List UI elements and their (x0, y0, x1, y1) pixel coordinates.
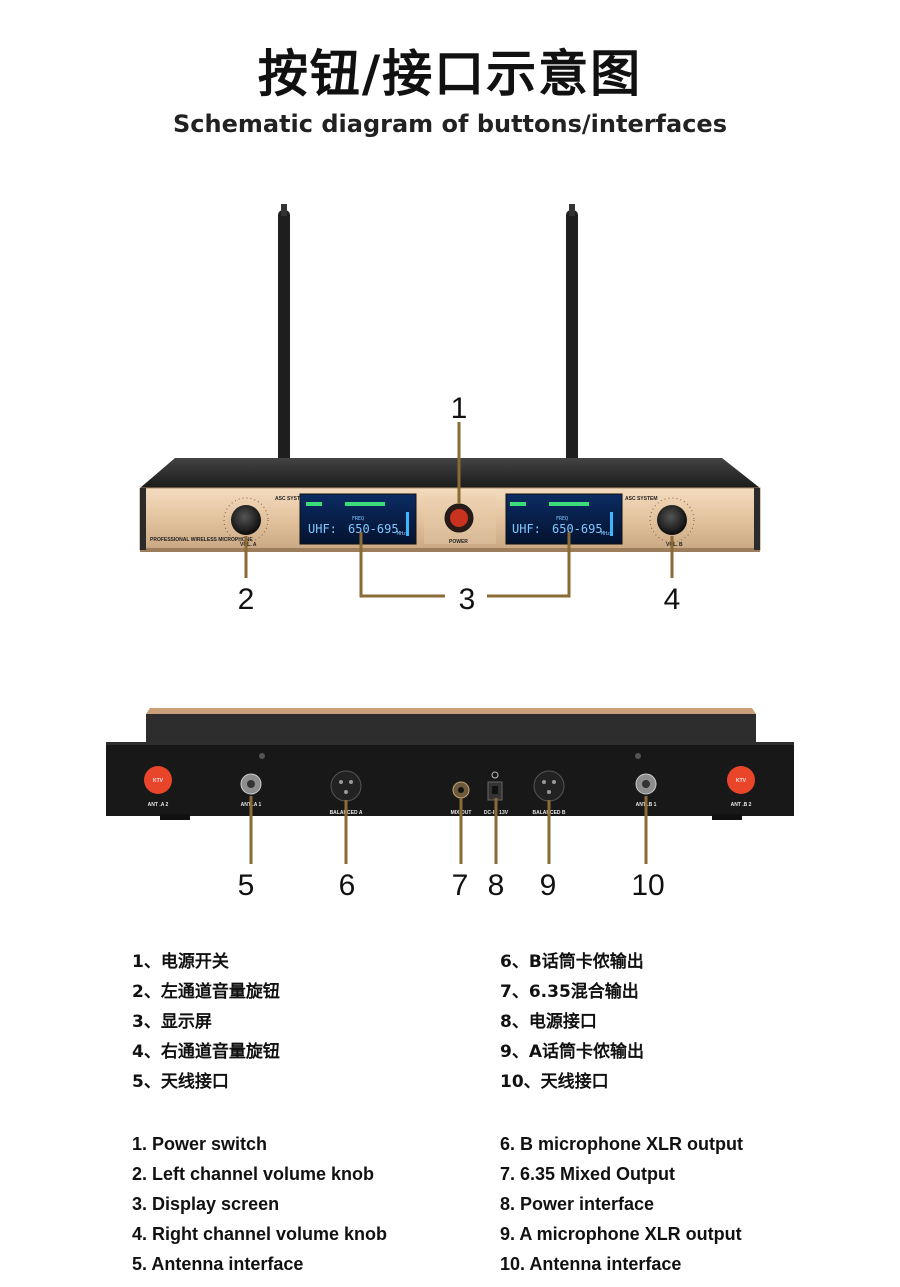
vol-b-label: VOL. B (666, 542, 683, 548)
mix-out-jack[interactable] (452, 781, 470, 799)
ant-b2-label: ANT .B 2 (731, 802, 752, 808)
left-volume-knob[interactable] (223, 497, 269, 543)
antenna-right (566, 210, 578, 475)
svg-text:FREQ: FREQ (556, 516, 568, 522)
legend-item: 10. Antenna interface (500, 1254, 682, 1274)
callout-3: 3 (459, 583, 476, 616)
legend-item: 9、A话筒卡侬输出 (500, 1042, 644, 1062)
xlr-output-b[interactable] (533, 770, 565, 802)
svg-text:UHF:: UHF: (512, 522, 541, 536)
callout-5: 5 (238, 869, 255, 902)
front-unit: VOL. A PROFESSIONAL WIRELESS MICROPHONE … (139, 204, 761, 552)
svg-text:KTV: KTV (736, 778, 747, 784)
legend-item: 7、6.35混合输出 (500, 982, 639, 1002)
svg-text:UHF:: UHF: (308, 522, 337, 536)
legend-en-left: 1. Power switch 2. Left channel volume k… (132, 1129, 387, 1279)
legend-item: 1. Power switch (132, 1134, 268, 1154)
legend-item: 4. Right channel volume knob (132, 1224, 388, 1244)
callout-1: 1 (451, 392, 468, 425)
legend-item: 6、B话筒卡侬输出 (500, 952, 644, 972)
antenna-jack-b1[interactable] (635, 773, 657, 795)
brand-strip: PROFESSIONAL WIRELESS MICROPHONE (150, 537, 253, 543)
legend-item: 3、显示屏 (132, 1012, 212, 1032)
legend-item: 5. Antenna interface (132, 1254, 304, 1274)
callout-7: 7 (452, 869, 469, 902)
callout-8: 8 (488, 869, 505, 902)
ktv-sticker-right: KTV (727, 766, 755, 794)
back-unit: KTV ANT .A 2 ANT .A 1 BALANCED A MIX OUT (106, 708, 794, 820)
antenna-left (278, 210, 290, 475)
svg-text:FREQ: FREQ (352, 516, 364, 522)
ktv-sticker-left: KTV (144, 766, 172, 794)
legend-item: 2. Left channel volume knob (132, 1164, 375, 1184)
svg-text:650-695: 650-695 (552, 522, 603, 536)
legend-item: 8. Power interface (500, 1194, 655, 1214)
svg-text:650-695: 650-695 (348, 522, 399, 536)
callout-6: 6 (339, 869, 356, 902)
legend-item: 6. B microphone XLR output (500, 1134, 743, 1154)
legend-cn-left: 1、电源开关 2、左通道音量旋钮 3、显示屏 4、右通道音量旋钮 5、天线接口 (132, 947, 280, 1097)
legend-item: 10、天线接口 (500, 1072, 609, 1092)
legend-item: 2、左通道音量旋钮 (132, 982, 280, 1002)
front-callout-lines (244, 422, 674, 598)
xlr-output-a[interactable] (330, 770, 362, 802)
asc-right: ASC SYSTEM (625, 496, 658, 502)
svg-text:MHz: MHz (601, 531, 610, 537)
vol-a-label: VOL. A (240, 542, 257, 548)
legend-item: 4、右通道音量旋钮 (132, 1042, 280, 1062)
page-subtitle: Schematic diagram of buttons/interfaces (173, 110, 727, 138)
receiver-diagram: VOL. A PROFESSIONAL WIRELESS MICROPHONE … (106, 204, 794, 902)
antenna-jack-a1[interactable] (240, 773, 262, 795)
callout-4: 4 (664, 583, 681, 616)
legend-item: 5、天线接口 (132, 1072, 229, 1092)
ant-a2-label: ANT .A 2 (148, 802, 169, 808)
legend-item: 9. A microphone XLR output (500, 1224, 742, 1244)
legend-item: 3. Display screen (132, 1194, 280, 1214)
callout-9: 9 (540, 869, 557, 902)
callout-10: 10 (631, 869, 664, 902)
legend-item: 8、电源接口 (500, 1012, 597, 1032)
svg-text:KTV: KTV (153, 778, 164, 784)
right-display: UHF: 650-695 MHz FREQ (505, 493, 623, 545)
dc-in-jack[interactable] (487, 771, 503, 801)
back-panel (106, 742, 794, 816)
right-volume-knob[interactable] (649, 497, 695, 543)
legend-item: 7. 6.35 Mixed Output (500, 1164, 676, 1184)
left-display: UHF: 650-695 MHz FREQ (299, 493, 417, 545)
power-label: POWER (449, 539, 468, 545)
asc-left: ASC SYSTEM (275, 496, 308, 502)
legend-cn-right: 6、B话筒卡侬输出 7、6.35混合输出 8、电源接口 9、A话筒卡侬输出 10… (500, 947, 644, 1097)
svg-text:MHz: MHz (397, 531, 406, 537)
back-callout-lines (249, 796, 648, 864)
page-title: 按钮/接口示意图 (257, 45, 643, 103)
callout-2: 2 (238, 583, 255, 616)
legend-item: 1、电源开关 (132, 952, 229, 972)
legend-en-right: 6. B microphone XLR output 7. 6.35 Mixed… (500, 1129, 743, 1279)
